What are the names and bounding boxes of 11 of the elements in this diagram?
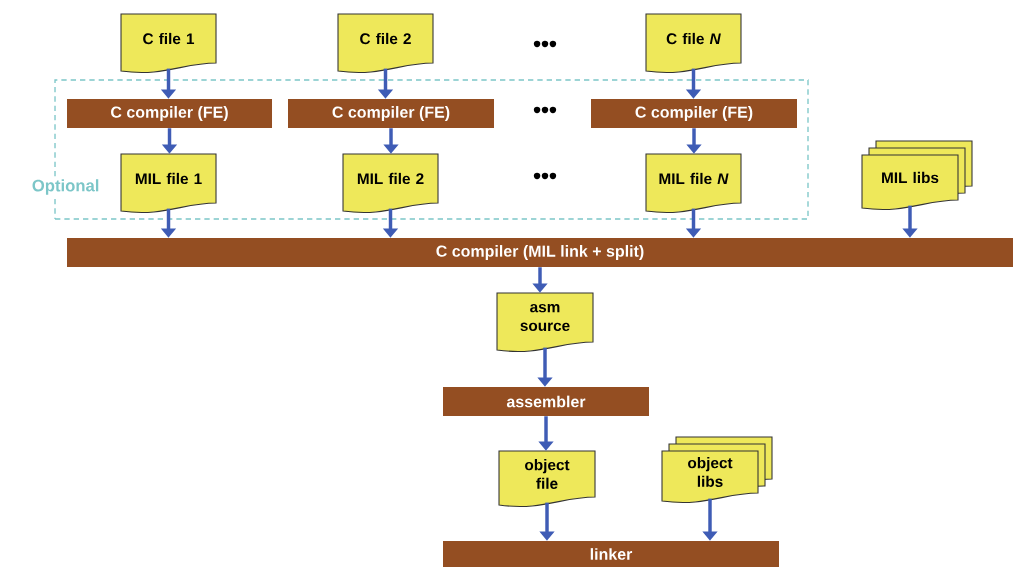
ellipsis-dots: ••• (533, 106, 557, 114)
document-stack: MIL libs (861, 140, 973, 211)
process-bar: C compiler (FE) (288, 99, 494, 128)
process-bar: linker (443, 541, 779, 567)
process-bar: C compiler (FE) (67, 99, 272, 128)
document-stack: object libs (661, 436, 773, 503)
process-bar: C compiler (FE) (591, 99, 797, 128)
ellipsis-dots: ••• (533, 172, 557, 180)
process-bar: assembler (443, 387, 649, 416)
ellipsis-dots: ••• (533, 40, 557, 48)
process-bar: C compiler (MIL link + split) (67, 238, 1013, 267)
